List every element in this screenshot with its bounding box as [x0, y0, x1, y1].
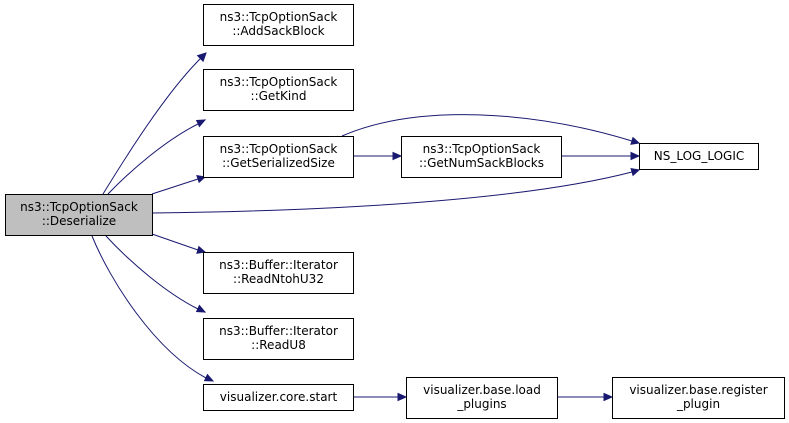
node-label-line1: ns3::Buffer::Iterator — [219, 258, 338, 272]
edge-get-serialized-size-to-ns-log-logic — [341, 114, 641, 145]
node-label-line2: ::GetSerializedSize — [222, 156, 335, 170]
edge-deserialize-to-visualizer-core-start — [91, 235, 215, 382]
node-label-line2: ::GetNumSackBlocks — [419, 156, 544, 170]
edge-deserialize-to-get-serialized-size — [151, 174, 207, 195]
node-box — [203, 252, 354, 294]
node-label-line2: ::GetKind — [251, 89, 307, 103]
node-ns-log-logic[interactable]: NS_LOG_LOGIC — [639, 143, 759, 170]
edge-visualizer-core-start-to-load-plugins — [353, 392, 408, 402]
node-label-line1: ns3::TcpOptionSack — [220, 75, 338, 89]
node-label-line2: ::Deserialize — [42, 214, 116, 228]
node-label-line2: _plugin — [676, 397, 720, 411]
edges — [91, 52, 641, 402]
node-box — [639, 143, 759, 170]
node-read-u8[interactable]: ns3::Buffer::Iterator ::ReadU8 — [203, 318, 354, 360]
node-label-line2: ::ReadU8 — [251, 338, 306, 352]
node-box — [203, 318, 354, 360]
node-label-line1: ns3::TcpOptionSack — [220, 10, 338, 24]
node-label-line1: ns3::Buffer::Iterator — [219, 324, 338, 338]
node-label-line1: ns3::TcpOptionSack — [20, 200, 138, 214]
edge-deserialize-to-get-kind — [107, 119, 207, 195]
node-box — [401, 136, 562, 178]
node-label-line1: visualizer.base.register — [629, 383, 767, 397]
node-box — [612, 377, 785, 419]
edge-deserialize-to-add-sack-block — [102, 52, 207, 195]
edge-get-num-sack-blocks-to-ns-log-logic — [561, 151, 641, 161]
node-get-serialized-size[interactable]: ns3::TcpOptionSack ::GetSerializedSize — [203, 136, 354, 178]
node-box — [406, 377, 558, 419]
edge-deserialize-to-ns-log-logic — [151, 167, 641, 214]
edge-deserialize-to-read-u8 — [105, 235, 207, 313]
node-get-kind[interactable]: ns3::TcpOptionSack ::GetKind — [203, 69, 354, 111]
node-label-line2: ::AddSackBlock — [232, 24, 324, 38]
node-visualizer-core-start[interactable]: visualizer.core.start — [203, 384, 354, 411]
node-label-line2: _plugins — [456, 397, 506, 411]
node-visualizer-base-register-plugin[interactable]: visualizer.base.register _plugin — [612, 377, 785, 419]
edge-deserialize-to-read-ntoh-u32 — [151, 233, 207, 254]
edge-load-plugins-to-register-plugin — [557, 392, 614, 402]
node-visualizer-base-load-plugins[interactable]: visualizer.base.load _plugins — [406, 377, 558, 419]
node-label-line1: visualizer.core.start — [220, 390, 338, 404]
node-label-line2: ::ReadNtohU32 — [233, 272, 324, 286]
node-read-ntoh-u32[interactable]: ns3::Buffer::Iterator ::ReadNtohU32 — [203, 252, 354, 294]
node-box — [203, 384, 354, 411]
node-box — [203, 4, 354, 46]
node-label-line1: visualizer.base.load — [423, 383, 541, 397]
node-add-sack-block[interactable]: ns3::TcpOptionSack ::AddSackBlock — [203, 4, 354, 46]
node-box — [203, 69, 354, 111]
node-label-line1: ns3::TcpOptionSack — [220, 142, 338, 156]
node-box — [203, 136, 354, 178]
node-label-line1: ns3::TcpOptionSack — [423, 142, 541, 156]
nodes: ns3::TcpOptionSack ::Deserialize ns3::Tc… — [5, 4, 785, 419]
node-deserialize[interactable]: ns3::TcpOptionSack ::Deserialize — [5, 194, 153, 236]
node-box — [5, 194, 153, 236]
edge-get-serialized-size-to-get-num-sack-blocks — [353, 151, 403, 161]
node-label-line1: NS_LOG_LOGIC — [654, 149, 745, 163]
node-get-num-sack-blocks[interactable]: ns3::TcpOptionSack ::GetNumSackBlocks — [401, 136, 562, 178]
